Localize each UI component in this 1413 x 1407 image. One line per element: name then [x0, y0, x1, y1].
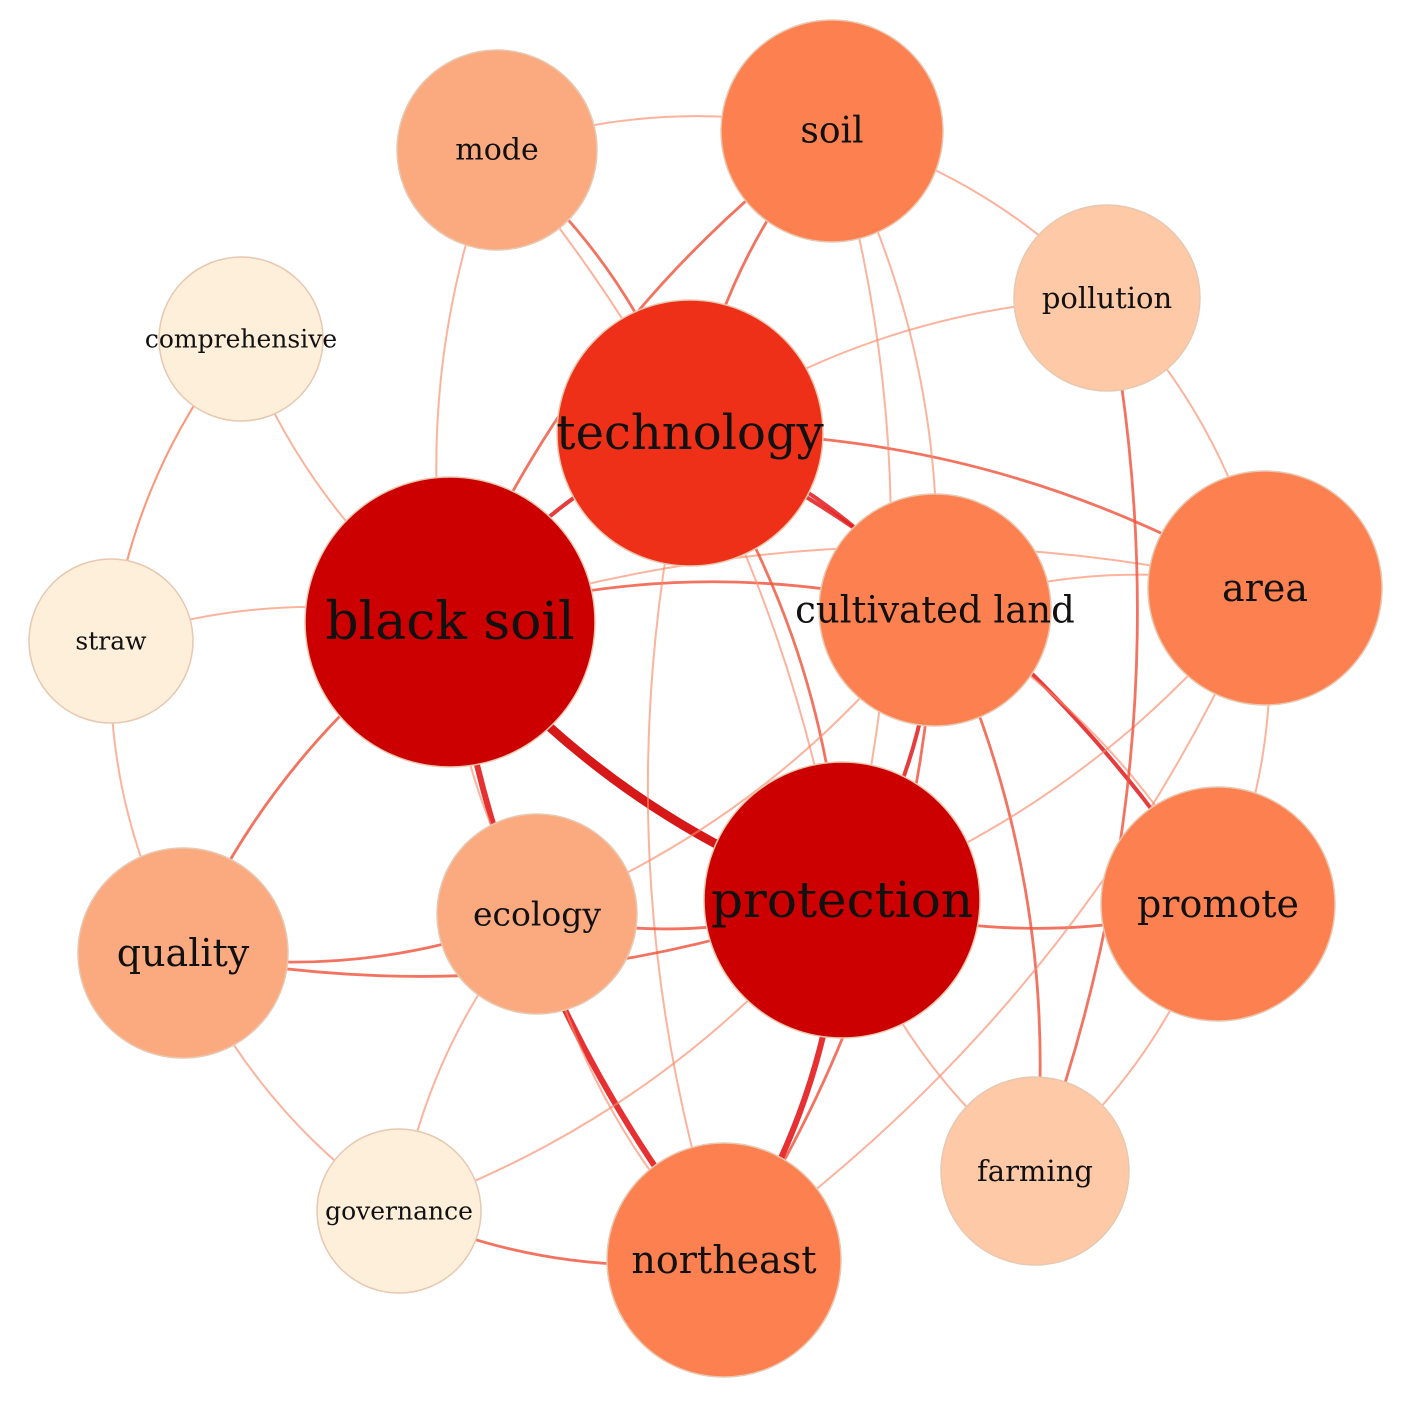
node-protection[interactable]: protection: [703, 761, 981, 1039]
node-promote[interactable]: promote: [1100, 786, 1336, 1022]
node-ecology[interactable]: ecology: [436, 813, 638, 1015]
nodes-layer: comprehensive straw governance pollution far…: [28, 19, 1383, 1378]
node-circle-technology: [556, 299, 824, 567]
node-circle-mode: [396, 49, 598, 251]
node-circle-cultivated-land: [818, 493, 1052, 727]
node-circle-promote: [1100, 786, 1336, 1022]
node-farming[interactable]: farming: [940, 1076, 1130, 1266]
node-cultivated-land[interactable]: cultivated land: [795, 493, 1075, 727]
node-circle-protection: [703, 761, 981, 1039]
node-circle-northeast: [606, 1142, 842, 1378]
node-circle-black-soil: [304, 476, 596, 768]
node-comprehensive[interactable]: comprehensive: [145, 256, 337, 422]
node-straw[interactable]: straw: [28, 558, 194, 724]
node-circle-area: [1147, 470, 1383, 706]
node-circle-pollution: [1013, 204, 1201, 392]
node-circle-comprehensive: [158, 256, 324, 422]
node-mode[interactable]: mode: [396, 49, 598, 251]
node-northeast[interactable]: northeast: [606, 1142, 842, 1378]
node-circle-straw: [28, 558, 194, 724]
edge-pollution-farming: [1033, 296, 1139, 1173]
node-circle-quality: [77, 847, 289, 1059]
node-circle-ecology: [436, 813, 638, 1015]
node-circle-soil: [720, 19, 944, 243]
node-soil[interactable]: soil: [720, 19, 944, 243]
node-circle-governance: [316, 1128, 482, 1294]
node-pollution[interactable]: pollution: [1013, 204, 1201, 392]
node-black-soil[interactable]: black soil: [304, 476, 596, 768]
node-circle-farming: [940, 1076, 1130, 1266]
node-area[interactable]: area: [1147, 470, 1383, 706]
edge-area-northeast: [723, 587, 1266, 1261]
node-quality[interactable]: quality: [77, 847, 289, 1059]
node-technology[interactable]: technology: [556, 299, 824, 567]
node-governance[interactable]: governance: [316, 1128, 482, 1294]
